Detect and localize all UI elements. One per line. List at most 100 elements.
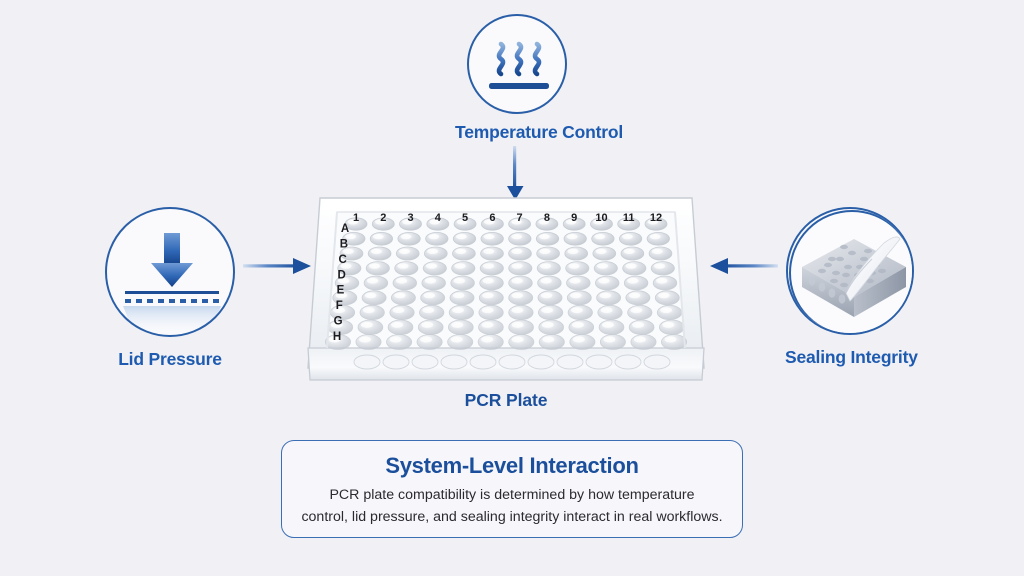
- node-label-temperature: Temperature Control: [455, 122, 623, 142]
- plate-well: [660, 334, 687, 350]
- plate-well: [361, 290, 387, 306]
- plate-well-highlight: [595, 248, 607, 254]
- plate-well-highlight: [481, 307, 494, 314]
- panel-description-line1: PCR plate compatibility is determined by…: [329, 487, 695, 504]
- plate-well-highlight: [566, 233, 578, 240]
- plate-well: [424, 246, 448, 261]
- heat-waves-icon: [489, 41, 549, 89]
- plate-well-highlight: [451, 321, 464, 328]
- plate-well-highlight: [594, 233, 606, 240]
- plate-well-highlight: [399, 248, 410, 254]
- plate-well: [537, 290, 563, 306]
- plate-well: [622, 261, 647, 276]
- plate-well-highlight: [651, 248, 663, 254]
- plate-well-highlight: [511, 277, 523, 284]
- plate-well-highlight: [656, 277, 668, 284]
- plate-well: [478, 290, 504, 306]
- plate-well-highlight: [345, 233, 356, 240]
- plate-column-label: 6: [489, 212, 495, 224]
- plate-well: [596, 290, 622, 306]
- plate-well-highlight: [347, 219, 359, 225]
- plate-well: [477, 334, 504, 350]
- node-lid-pressure[interactable]: Lid Pressure: [103, 207, 237, 370]
- plate-well: [569, 334, 596, 350]
- plate-well-highlight: [454, 263, 466, 269]
- plate-well: [646, 231, 670, 246]
- plate-well-highlight: [571, 321, 584, 328]
- plate-well: [538, 334, 565, 350]
- plate-well-highlight: [421, 321, 434, 328]
- pcr-plate-label: PCR Plate: [464, 390, 548, 410]
- plate-well: [386, 334, 413, 350]
- plate-well-highlight: [633, 336, 646, 343]
- plate-well-highlight: [568, 263, 580, 269]
- plate-well-highlight: [599, 292, 612, 299]
- plate-well-highlight: [571, 307, 583, 314]
- temperature-icon-circle: [467, 14, 567, 114]
- plate-row-label: G: [334, 316, 343, 328]
- plate-well-highlight: [511, 336, 524, 343]
- plate-well: [508, 261, 533, 276]
- plate-well: [593, 261, 618, 276]
- plate-well-highlight: [335, 292, 348, 299]
- plate-well-highlight: [328, 336, 341, 343]
- plate-well-highlight: [538, 219, 550, 225]
- arrow-down-icon: [507, 146, 524, 200]
- plate-well-highlight: [483, 248, 495, 254]
- system-level-interaction-panel: System-Level Interaction PCR plate compa…: [281, 440, 743, 538]
- plate-well-highlight: [627, 277, 639, 284]
- plate-well: [395, 246, 420, 261]
- plate-row-label: F: [336, 300, 343, 312]
- plate-well-highlight: [360, 321, 373, 328]
- plate-well-highlight: [593, 219, 604, 225]
- plate-well-highlight: [660, 307, 672, 314]
- arrow-left-icon: [710, 258, 778, 274]
- plate-well-highlight: [455, 233, 467, 240]
- plate-well-highlight: [370, 248, 382, 254]
- plate-row-label: H: [333, 331, 341, 343]
- panel-title: System-Level Interaction: [385, 453, 639, 478]
- plate-well: [420, 290, 446, 306]
- plate-well-highlight: [424, 277, 437, 284]
- plate-well-highlight: [366, 277, 379, 284]
- plate-well: [479, 261, 504, 276]
- panel-description: PCR plate compatibility is determined by…: [282, 485, 742, 528]
- plate-well-highlight: [541, 307, 554, 314]
- plate-well-highlight: [570, 292, 582, 299]
- plate-well-highlight: [395, 277, 408, 284]
- plate-well-highlight: [598, 277, 610, 284]
- plate-well-highlight: [482, 263, 495, 269]
- plate-well: [625, 290, 651, 306]
- plate-well: [394, 261, 419, 276]
- plate-column-label: 7: [517, 212, 523, 224]
- plate-well-highlight: [603, 336, 616, 343]
- plate-well-highlight: [450, 336, 463, 343]
- plate-well: [599, 334, 626, 350]
- plate-well-highlight: [540, 277, 552, 284]
- plate-column-label: 8: [544, 212, 550, 224]
- plate-well-highlight: [511, 292, 524, 299]
- plate-well-highlight: [511, 233, 523, 240]
- node-sealing-integrity[interactable]: Sealing Integrity: [785, 207, 918, 368]
- plate-well-highlight: [622, 233, 633, 240]
- plate-well: [422, 261, 447, 276]
- node-temperature-control[interactable]: Temperature Control: [455, 14, 623, 143]
- plate-well-highlight: [389, 336, 402, 343]
- plate-well-highlight: [402, 219, 413, 225]
- plate-well: [480, 246, 504, 261]
- plate-column-label: 1: [353, 212, 359, 224]
- plate-well: [648, 246, 673, 261]
- plate-well-highlight: [484, 219, 495, 225]
- node-label-lid-pressure: Lid Pressure: [118, 349, 222, 369]
- plate-well-highlight: [456, 219, 468, 225]
- plate-well-highlight: [342, 248, 354, 254]
- plate-well-highlight: [333, 307, 345, 314]
- plate-well-highlight: [628, 292, 641, 299]
- plate-well-highlight: [428, 233, 440, 240]
- plate-well-highlight: [340, 263, 352, 269]
- plate-well-highlight: [483, 233, 495, 240]
- plate-well-highlight: [539, 233, 550, 240]
